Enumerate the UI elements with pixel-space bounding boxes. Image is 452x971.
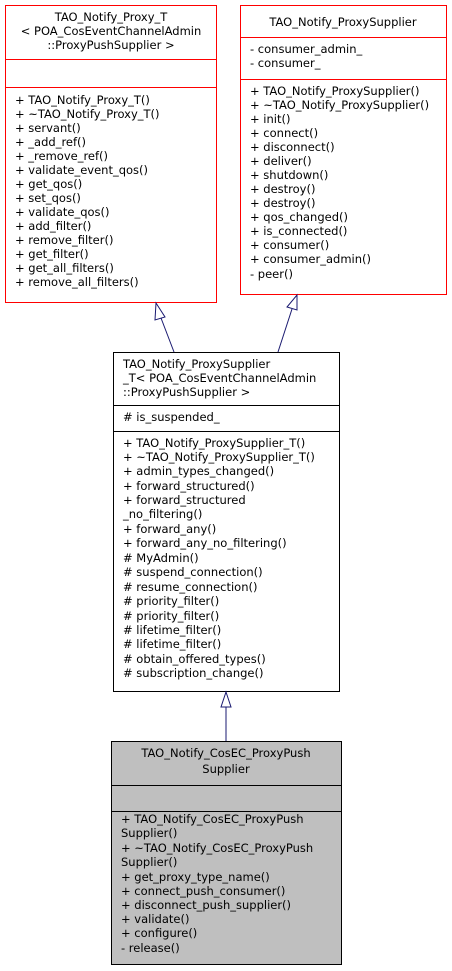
method-item: + set_qos()	[15, 191, 81, 205]
class-title-line: TAO_Notify_Proxy_T	[54, 10, 169, 24]
method-item: + servant()	[15, 121, 81, 135]
method-item: + ~TAO_Notify_Proxy_T()	[15, 107, 160, 121]
method-item: - release()	[121, 941, 180, 955]
method-item: + disconnect_push_supplier()	[121, 898, 291, 912]
method-item: # subscription_change()	[123, 666, 263, 680]
method-item: # suspend_connection()	[123, 565, 263, 579]
method-item: + get_filter()	[15, 247, 89, 261]
method-item: + ~TAO_Notify_CosEC_ProxyPush	[121, 841, 313, 855]
method-item: # lifetime_filter()	[123, 637, 221, 651]
class-title-line: ::ProxyPushSupplier >	[47, 38, 174, 52]
method-item: # lifetime_filter()	[123, 623, 221, 637]
method-item: Supplier()	[121, 826, 177, 840]
method-item: + destroy()	[250, 182, 315, 196]
method-item: + TAO_Notify_ProxySupplier()	[250, 84, 420, 98]
class-title-line: TAO_Notify_CosEC_ProxyPush	[140, 746, 310, 760]
method-item: + forward_any_no_filtering()	[123, 536, 287, 550]
method-item: + forward_any()	[123, 522, 216, 536]
method-item: + shutdown()	[250, 168, 328, 182]
class-title-line: < POA_CosEventChannelAdmin	[21, 24, 202, 38]
method-item: + add_filter()	[15, 219, 91, 233]
method-item: + get_all_filters()	[15, 261, 114, 275]
method-item: + connect_push_consumer()	[121, 884, 285, 898]
method-item: + init()	[250, 112, 290, 126]
method-item: - peer()	[250, 267, 293, 281]
method-item: # priority_filter()	[123, 609, 219, 623]
method-item: + validate_qos()	[15, 205, 110, 219]
method-item: + validate_event_qos()	[15, 163, 148, 177]
method-item: + TAO_Notify_ProxySupplier_T()	[123, 436, 305, 450]
class-title-line: _T< POA_CosEventChannelAdmin	[122, 371, 316, 385]
method-item: + ~TAO_Notify_ProxySupplier_T()	[123, 450, 315, 464]
method-item: + connect()	[250, 126, 318, 140]
method-item: + TAO_Notify_CosEC_ProxyPush	[121, 812, 304, 826]
inheritance-edge-proxy-t	[154, 301, 175, 353]
method-item: + ~TAO_Notify_ProxySupplier()	[250, 98, 429, 112]
class-box-cosec-proxy-push-supplier[interactable]: TAO_Notify_CosEC_ProxyPush Supplier + TA…	[111, 741, 342, 965]
class-title-line: TAO_Notify_ProxySupplier	[268, 15, 416, 29]
method-item: + forward_structured()	[123, 479, 255, 493]
method-item: + TAO_Notify_Proxy_T()	[15, 93, 150, 107]
attribute-item: - consumer_	[250, 56, 321, 70]
method-item: + remove_all_filters()	[15, 275, 139, 289]
method-item: + consumer()	[250, 238, 329, 252]
method-item: _no_filtering()	[122, 507, 202, 521]
method-item: Supplier()	[121, 855, 177, 869]
method-item: # priority_filter()	[123, 594, 219, 608]
method-item: + get_proxy_type_name()	[121, 870, 270, 884]
method-item: + consumer_admin()	[250, 252, 371, 266]
inheritance-edge-proxy-supplier-t	[220, 690, 232, 741]
method-item: # resume_connection()	[123, 580, 258, 594]
method-item: + deliver()	[250, 154, 312, 168]
class-box-proxy-supplier[interactable]: TAO_Notify_ProxySupplier - consumer_admi…	[240, 5, 447, 295]
method-item: + remove_filter()	[15, 233, 113, 247]
method-item: + get_qos()	[15, 177, 82, 191]
method-item: # MyAdmin()	[123, 551, 199, 565]
method-item: + admin_types_changed()	[123, 464, 274, 478]
method-item: + _remove_ref()	[15, 149, 108, 163]
method-item: # obtain_offered_types()	[123, 652, 266, 666]
attribute-item: # is_suspended_	[123, 410, 220, 424]
method-item: + _add_ref()	[15, 135, 86, 149]
attribute-item: - consumer_admin_	[250, 42, 363, 56]
method-item: + qos_changed()	[250, 210, 348, 224]
method-item: + configure()	[121, 926, 197, 940]
method-item: + forward_structured	[123, 493, 246, 507]
method-item: + destroy()	[250, 196, 315, 210]
class-title-line: TAO_Notify_ProxySupplier	[122, 357, 270, 371]
class-title-line: ::ProxyPushSupplier >	[123, 385, 250, 399]
class-box-proxy-supplier-t[interactable]: TAO_Notify_ProxySupplier _T< POA_CosEven…	[113, 352, 340, 692]
method-item: + disconnect()	[250, 140, 335, 154]
method-item: + is_connected()	[250, 224, 347, 238]
method-item: + validate()	[121, 912, 189, 926]
class-title-line: Supplier	[202, 762, 250, 776]
inheritance-edge-proxy-supplier	[277, 293, 298, 353]
class-box-proxy-t[interactable]: TAO_Notify_Proxy_T < POA_CosEventChannel…	[5, 5, 217, 303]
